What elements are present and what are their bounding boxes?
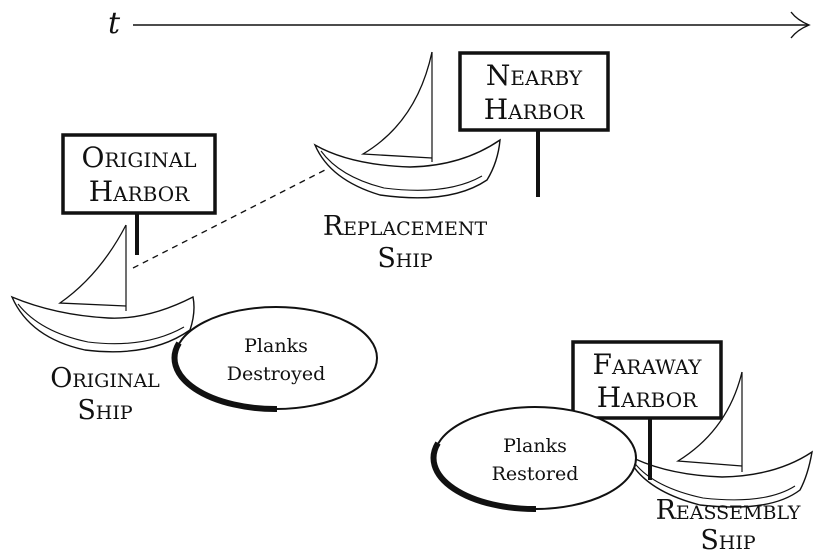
- original-ship-label-line1: Original: [50, 363, 160, 394]
- nearby-harbor-box: [458, 51, 610, 132]
- planks-restored-bubble: Planks Restored: [430, 406, 637, 513]
- planks-restored-label-line1: Planks: [503, 435, 567, 457]
- nearby-harbor-sign: Nearby Harbor: [458, 51, 610, 197]
- original-ship-hull-inner: [17, 303, 185, 345]
- planks-destroyed-shadow: [171, 341, 278, 413]
- original-harbor-box: [61, 133, 217, 215]
- original-ship-label-line2: Ship: [77, 395, 133, 426]
- time-axis-arrowhead: [790, 11, 811, 39]
- reassembly-ship: Reassembly Ship: [625, 371, 813, 556]
- faraway-harbor-label-line1: Faraway: [593, 348, 703, 381]
- faraway-harbor-label-line2: Harbor: [597, 381, 698, 414]
- reassembly-ship-label-line1: Reassembly: [656, 495, 801, 526]
- replacement-ship-label-line2: Ship: [377, 243, 433, 274]
- reassembly-ship-hull: [625, 450, 813, 508]
- time-axis: t: [108, 6, 811, 41]
- ship-path-dashed-line: [132, 169, 326, 269]
- replacement-ship: Replacement Ship: [313, 51, 501, 274]
- planks-destroyed-label-line1: Planks: [244, 335, 308, 357]
- original-harbor-label-line2: Harbor: [89, 175, 190, 208]
- nearby-harbor-label-line2: Harbor: [484, 93, 585, 126]
- original-harbor-sign: Original Harbor: [61, 133, 217, 255]
- faraway-harbor-sign: Faraway Harbor: [571, 340, 723, 420]
- original-ship-sail: [58, 224, 127, 307]
- replacement-ship-label-line1: Replacement: [323, 211, 488, 242]
- original-ship: Original Ship: [10, 224, 195, 426]
- original-harbor-label-line1: Original: [81, 141, 196, 174]
- planks-restored-shadow: [430, 441, 537, 513]
- faraway-harbor-box: [571, 340, 723, 420]
- planks-destroyed-bubble: Planks Destroyed: [171, 306, 378, 413]
- replacement-ship-hull: [313, 138, 501, 199]
- original-ship-hull: [10, 295, 195, 353]
- replacement-ship-sail: [360, 51, 433, 159]
- nearby-harbor-label-line1: Nearby: [486, 59, 583, 92]
- planks-destroyed-label-line2: Destroyed: [227, 363, 326, 385]
- time-axis-label: t: [108, 6, 121, 41]
- replacement-ship-hull-inner: [320, 150, 483, 191]
- reassembly-ship-hull-inner: [632, 460, 796, 501]
- reassembly-ship-label-line2: Ship: [700, 525, 756, 554]
- reassembly-ship-sail: [675, 371, 743, 467]
- planks-restored-label-line2: Restored: [492, 463, 579, 485]
